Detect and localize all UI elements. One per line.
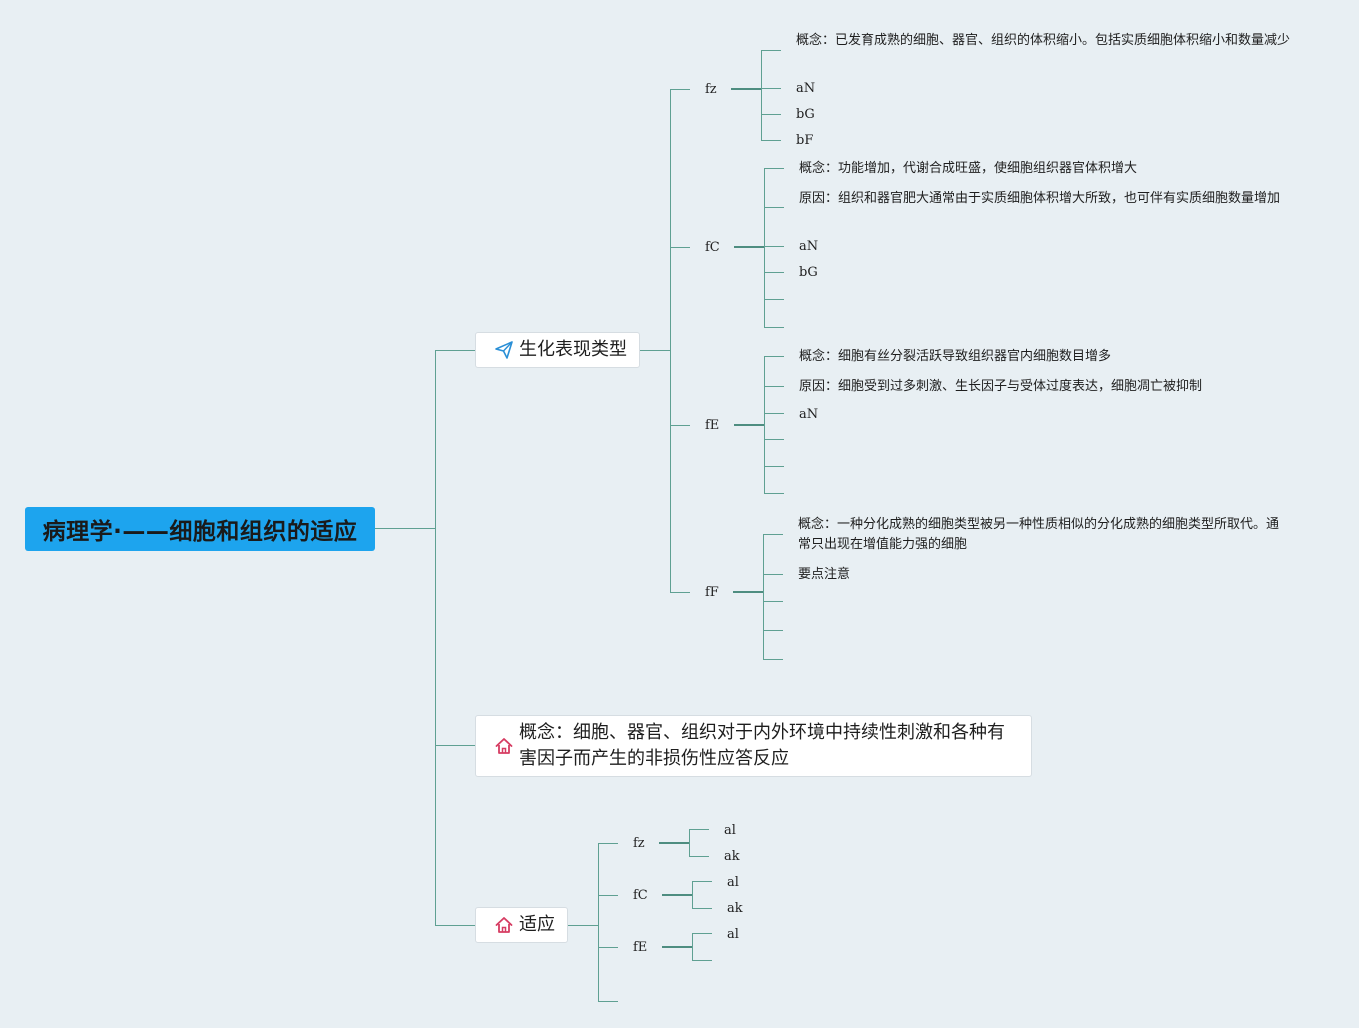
connector <box>659 842 689 844</box>
connector <box>435 350 436 925</box>
connector <box>670 247 690 248</box>
connector <box>764 356 765 493</box>
connector <box>692 881 693 908</box>
connector <box>435 350 475 351</box>
paper-plane-icon <box>493 339 515 361</box>
root-topic[interactable]: 病理学·——细胞和组织的适应 <box>25 507 375 551</box>
topic-biochem-label: 生化表现类型 <box>519 339 627 360</box>
connector <box>764 413 784 414</box>
leaf-item[interactable]: bG <box>796 107 815 122</box>
connector <box>670 592 690 593</box>
connector <box>763 574 783 575</box>
connector <box>598 1001 618 1002</box>
connector <box>764 272 784 273</box>
connector <box>670 89 690 90</box>
topic-concept-text: 概念：细胞、器官、组织对于内外环境中持续性刺激和各种有害因子而产生的非损伤性应答… <box>519 722 1005 769</box>
connector <box>761 140 781 141</box>
connector <box>764 466 784 467</box>
connector <box>435 745 475 746</box>
connector <box>763 601 783 602</box>
connector <box>598 843 618 844</box>
root-title: 病理学·——细胞和组织的适应 <box>42 519 358 545</box>
connector <box>763 534 783 535</box>
connector <box>764 493 784 494</box>
connector <box>761 50 762 140</box>
leaf-item[interactable]: aN <box>799 407 819 422</box>
leaf-item[interactable]: bF <box>796 133 814 148</box>
topic-adapt-label: 适应 <box>519 914 555 935</box>
connector <box>598 947 618 948</box>
connector <box>764 246 784 247</box>
connector <box>764 207 784 208</box>
connector <box>764 168 784 169</box>
connector <box>692 908 712 909</box>
connector <box>598 843 599 1002</box>
topic-adapt[interactable]: 适应 <box>475 907 568 943</box>
subtopic-label[interactable]: fz <box>705 82 717 97</box>
connector <box>764 439 784 440</box>
connector <box>764 299 784 300</box>
connector <box>435 925 475 926</box>
subtopic-label[interactable]: fF <box>705 585 719 600</box>
connector <box>763 534 764 660</box>
connector <box>763 659 783 660</box>
connector <box>764 168 765 328</box>
leaf-concept[interactable]: 概念：已发育成熟的细胞、器官、组织的体积缩小。包括实质细胞体积缩小和数量减少 <box>796 33 1291 48</box>
subtopic-label[interactable]: fE <box>705 418 720 433</box>
topic-biochem[interactable]: 生化表现类型 <box>475 332 640 368</box>
topic-concept[interactable]: 概念：细胞、器官、组织对于内外环境中持续性刺激和各种有害因子而产生的非损伤性应答… <box>475 715 1032 777</box>
connector <box>662 894 692 896</box>
connector <box>375 528 435 529</box>
connector <box>692 933 693 960</box>
leaf-item[interactable]: ak <box>727 901 743 916</box>
connector <box>763 630 783 631</box>
connector <box>598 895 618 896</box>
connector <box>731 88 761 90</box>
leaf-item[interactable]: al <box>727 927 739 942</box>
leaf-concept[interactable]: 概念：功能增加，代谢合成旺盛，使细胞组织器官体积增大 <box>799 161 1138 176</box>
leaf-concept[interactable]: 概念：一种分化成熟的细胞类型被另一种性质相似的分化成熟的细胞类型所取代。通常只出… <box>798 517 1280 552</box>
leaf-item[interactable]: aN <box>796 81 816 96</box>
connector <box>568 925 598 926</box>
connector <box>689 829 709 830</box>
home-icon <box>493 914 515 936</box>
leaf-item[interactable]: bG <box>799 265 818 280</box>
connector <box>692 960 712 961</box>
leaf-item[interactable]: al <box>727 875 739 890</box>
leaf-item[interactable]: al <box>724 823 736 838</box>
subtopic-label[interactable]: fE <box>633 940 648 955</box>
connector <box>692 881 712 882</box>
connector <box>761 88 781 89</box>
connector <box>734 424 764 426</box>
subtopic-label[interactable]: fC <box>705 240 720 255</box>
leaf-item[interactable]: aN <box>799 239 819 254</box>
connector <box>670 425 690 426</box>
connector <box>640 350 670 351</box>
connector <box>662 946 692 948</box>
connector <box>761 50 781 51</box>
connector <box>764 386 784 387</box>
connector <box>689 856 709 857</box>
connector <box>734 246 764 248</box>
connector <box>764 327 784 328</box>
connector <box>764 356 784 357</box>
connector <box>733 591 763 593</box>
home-icon <box>493 735 515 757</box>
connector <box>670 89 671 592</box>
subtopic-label[interactable]: fz <box>633 836 645 851</box>
leaf-concept[interactable]: 概念：细胞有丝分裂活跃导致组织器官内细胞数目增多 <box>799 349 1112 364</box>
connector <box>761 114 781 115</box>
connector <box>689 829 690 856</box>
connector <box>692 933 712 934</box>
leaf-cause[interactable]: 原因：细胞受到过多刺激、生长因子与受体过度表达，细胞凋亡被抑制 <box>799 379 1203 394</box>
leaf-item[interactable]: 要点注意 <box>798 567 851 582</box>
leaf-item[interactable]: ak <box>724 849 740 864</box>
subtopic-label[interactable]: fC <box>633 888 648 903</box>
leaf-cause[interactable]: 原因：组织和器官肥大通常由于实质细胞体积增大所致，也可伴有实质细胞数量增加 <box>799 191 1281 206</box>
